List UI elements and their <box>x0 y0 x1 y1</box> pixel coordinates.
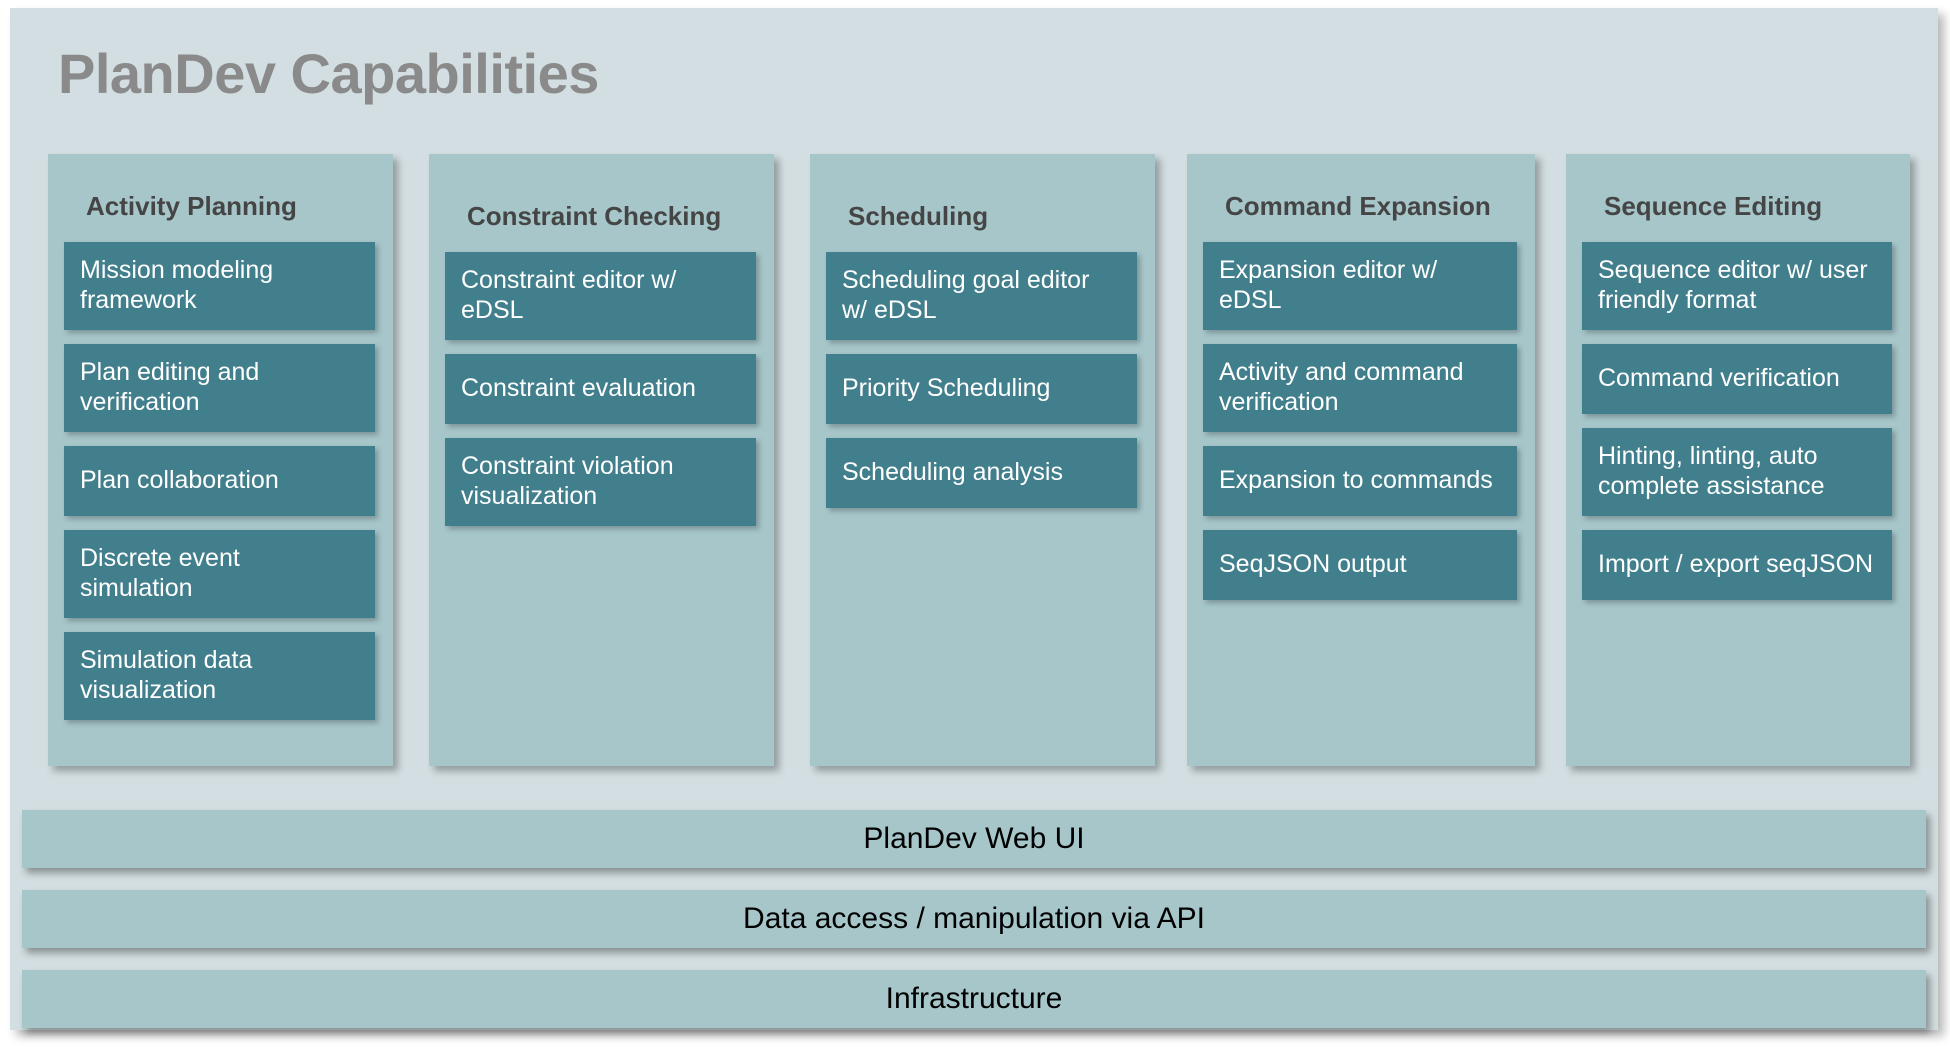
layer-bar-data-access-api[interactable]: Data access / manipulation via API <box>22 890 1926 948</box>
capability-item[interactable]: Simulation data visualization <box>64 632 375 720</box>
capability-column-constraint-checking[interactable]: Constraint Checking Constraint editor w/… <box>429 154 774 766</box>
column-title: Sequence Editing <box>1604 191 1823 221</box>
capability-item[interactable]: Constraint evaluation <box>445 354 756 424</box>
capability-item[interactable]: Priority Scheduling <box>826 354 1137 424</box>
capability-item[interactable]: Plan collaboration <box>64 446 375 516</box>
column-item-list: Expansion editor w/ eDSL Activity and co… <box>1203 242 1517 614</box>
page-title: PlanDev Capabilities <box>58 42 599 105</box>
column-item-list: Constraint editor w/ eDSL Constraint eva… <box>445 252 756 540</box>
capability-column-scheduling[interactable]: Scheduling Scheduling goal editor w/ eDS… <box>810 154 1155 766</box>
slide-panel: PlanDev Capabilities Activity Planning M… <box>10 8 1938 1030</box>
capability-item[interactable]: Expansion editor w/ eDSL <box>1203 242 1517 330</box>
capability-item[interactable]: Command verification <box>1582 344 1892 414</box>
column-title: Command Expansion <box>1225 191 1491 221</box>
column-title: Activity Planning <box>86 191 297 221</box>
capability-item[interactable]: Activity and command verification <box>1203 344 1517 432</box>
capability-item[interactable]: Plan editing and verification <box>64 344 375 432</box>
column-item-list: Mission modeling framework Plan editing … <box>64 242 375 734</box>
capability-item[interactable]: Scheduling analysis <box>826 438 1137 508</box>
column-item-list: Scheduling goal editor w/ eDSL Priority … <box>826 252 1137 522</box>
capability-columns: Activity Planning Mission modeling frame… <box>48 154 1910 766</box>
capability-item[interactable]: Hinting, linting, auto complete assistan… <box>1582 428 1892 516</box>
capability-item[interactable]: Mission modeling framework <box>64 242 375 330</box>
capability-column-command-expansion[interactable]: Command Expansion Expansion editor w/ eD… <box>1187 154 1535 766</box>
capability-item[interactable]: Constraint editor w/ eDSL <box>445 252 756 340</box>
layer-bar-infrastructure[interactable]: Infrastructure <box>22 970 1926 1028</box>
capability-item[interactable]: Discrete event simulation <box>64 530 375 618</box>
column-item-list: Sequence editor w/ user friendly format … <box>1582 242 1892 614</box>
column-title: Scheduling <box>848 201 989 231</box>
column-title: Constraint Checking <box>467 201 722 231</box>
capability-item[interactable]: Scheduling goal editor w/ eDSL <box>826 252 1137 340</box>
capability-column-sequence-editing[interactable]: Sequence Editing Sequence editor w/ user… <box>1566 154 1910 766</box>
capability-item[interactable]: Sequence editor w/ user friendly format <box>1582 242 1892 330</box>
capability-item[interactable]: Expansion to commands <box>1203 446 1517 516</box>
capability-item[interactable]: SeqJSON output <box>1203 530 1517 600</box>
platform-layer-bars: PlanDev Web UI Data access / manipulatio… <box>22 810 1926 1050</box>
capability-item[interactable]: Constraint violation visualization <box>445 438 756 526</box>
layer-bar-web-ui[interactable]: PlanDev Web UI <box>22 810 1926 868</box>
capability-column-activity-planning[interactable]: Activity Planning Mission modeling frame… <box>48 154 393 766</box>
capability-item[interactable]: Import / export seqJSON <box>1582 530 1892 600</box>
